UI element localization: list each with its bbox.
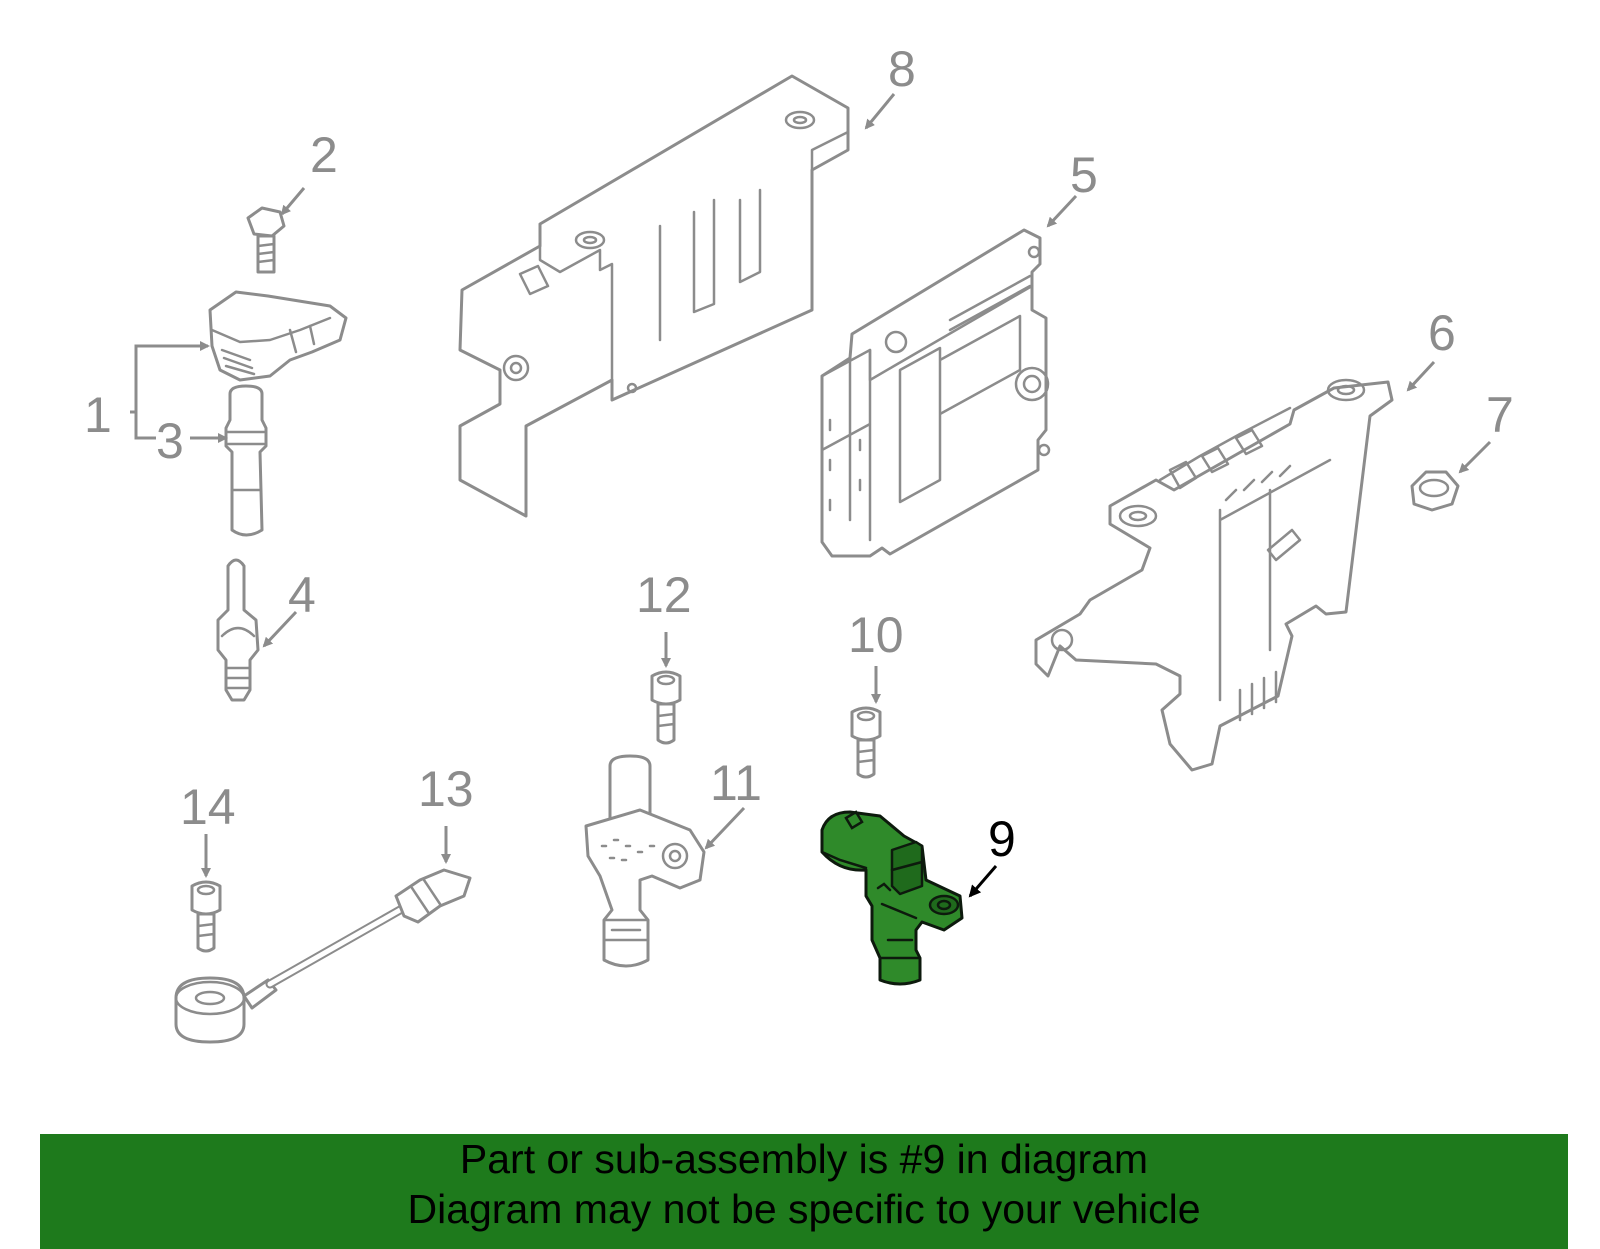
- part-10-bolt: [850, 706, 882, 779]
- callout-7: 7: [1486, 387, 1514, 443]
- part-5-control-module: [820, 228, 1051, 558]
- leader-lines: [130, 93, 1492, 898]
- part-4-spark-plug: [216, 558, 260, 702]
- part-2-bolt: [246, 206, 286, 274]
- callout-5: 5: [1070, 147, 1098, 203]
- callout-6: 6: [1428, 305, 1456, 361]
- callout-10: 10: [848, 607, 904, 663]
- callout-13: 13: [418, 761, 474, 817]
- part-9-highlighted-sensor: [820, 810, 964, 986]
- part-3-coil-boot: [224, 384, 268, 537]
- callout-9: 9: [988, 811, 1016, 867]
- callout-11: 11: [710, 755, 762, 811]
- part-14-bolt: [190, 880, 222, 953]
- callout-8: 8: [888, 41, 916, 97]
- callout-3: 3: [156, 413, 184, 469]
- part-6-relay-carrier: [1034, 378, 1394, 772]
- part-7-nut: [1410, 470, 1460, 512]
- callout-2: 2: [310, 127, 338, 183]
- callout-12: 12: [636, 567, 692, 623]
- part-8-bracket: [458, 74, 850, 518]
- callout-4: 4: [288, 567, 316, 623]
- callout-labels: 1 2 3 4 5 6 7 8 9 10 11 12 13 14: [84, 41, 1514, 867]
- callout-14: 14: [180, 779, 236, 835]
- info-banner: Part or sub-assembly is #9 in diagram Di…: [40, 1134, 1568, 1249]
- banner-line-2: Diagram may not be specific to your vehi…: [407, 1186, 1201, 1232]
- callout-1: 1: [84, 387, 112, 443]
- part-12-bolt: [650, 670, 682, 745]
- part-1-ignition-coil: [208, 290, 348, 382]
- part-13-knock-sensor: [174, 868, 472, 1044]
- banner-line-1: Part or sub-assembly is #9 in diagram: [459, 1136, 1149, 1182]
- part-11-sensor: [584, 754, 706, 968]
